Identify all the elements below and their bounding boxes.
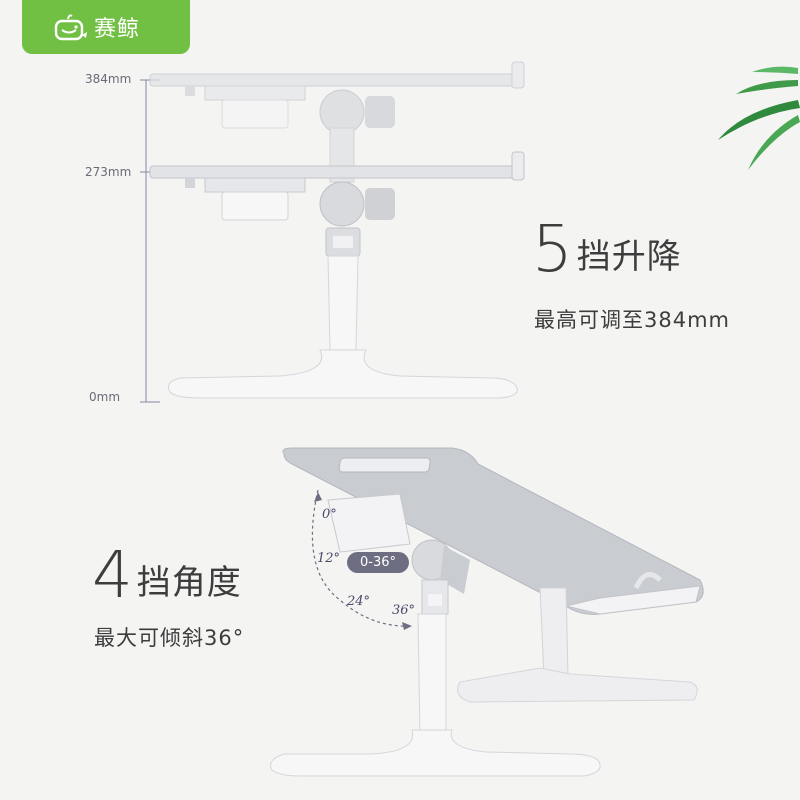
height-headline: 5 挡升降	[532, 218, 682, 282]
height-steps-text: 挡升降	[576, 237, 682, 277]
angle-mark-36: 36°	[392, 603, 416, 618]
angle-steps-number: 4	[92, 539, 133, 613]
brand-name: 赛鲸	[94, 17, 141, 42]
angle-adjust-illustration	[270, 447, 704, 777]
angle-mark-24: 24°	[347, 594, 371, 609]
height-label-273: 273mm	[85, 165, 132, 179]
leaf-decoration-icon	[718, 66, 800, 170]
angle-mark-12: 12°	[317, 551, 341, 566]
height-steps-number: 5	[532, 213, 573, 287]
angle-mark-0: 0°	[322, 507, 337, 522]
angle-headline: 4 挡角度	[92, 544, 242, 608]
brand-badge: 赛鲸	[22, 0, 190, 54]
angle-subtitle: 最大可倾斜36°	[94, 626, 245, 650]
height-subtitle: 最高可调至384mm	[534, 308, 730, 332]
height-label-0: 0mm	[89, 390, 121, 404]
height-label-384: 384mm	[85, 72, 132, 86]
height-adjust-illustration	[140, 61, 525, 403]
angle-range-badge: 0-36°	[347, 552, 409, 573]
whale-logo-icon	[54, 14, 87, 41]
angle-steps-text: 挡角度	[136, 563, 242, 603]
